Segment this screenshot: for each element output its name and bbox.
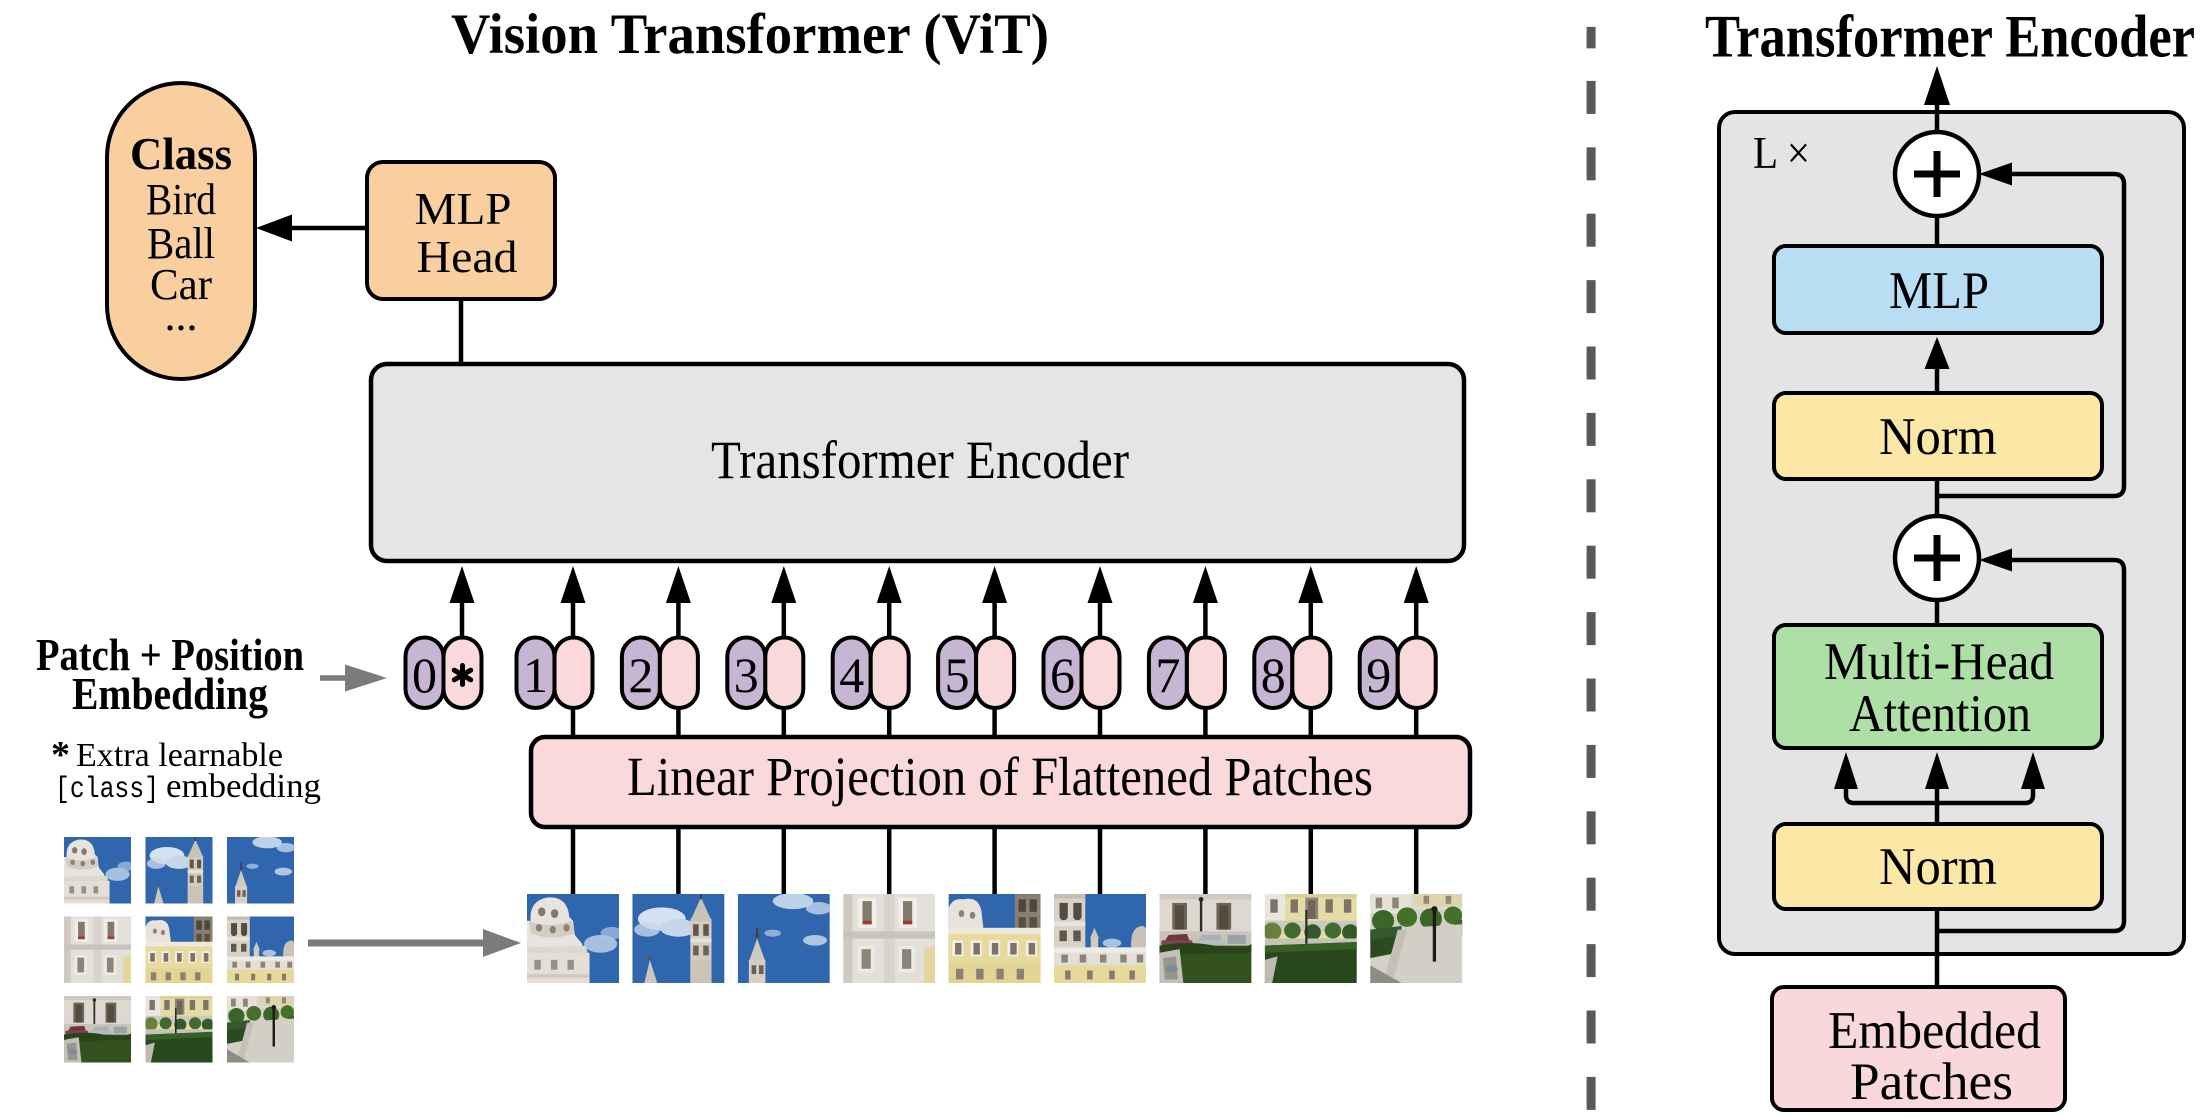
svg-text:4: 4	[839, 647, 864, 703]
svg-text:Vision Transformer (ViT): Vision Transformer (ViT)	[451, 3, 1049, 66]
svg-text:*: *	[51, 734, 70, 776]
svg-text:Norm: Norm	[1879, 408, 1997, 466]
svg-text:Transformer Encoder: Transformer Encoder	[1705, 4, 2195, 70]
svg-text:Embedded: Embedded	[1828, 1002, 2041, 1060]
svg-text:Attention: Attention	[1849, 685, 2031, 743]
svg-text:Patch + Position: Patch + Position	[36, 629, 304, 680]
svg-text:Bird: Bird	[146, 175, 216, 224]
svg-text:Transformer Encoder: Transformer Encoder	[711, 430, 1129, 490]
svg-text:Class: Class	[130, 128, 232, 179]
svg-text:MLP: MLP	[1889, 262, 1989, 320]
svg-text:Head: Head	[417, 231, 518, 282]
svg-text:[class]: [class]	[55, 773, 159, 807]
svg-text:3: 3	[734, 647, 759, 703]
svg-text:Multi-Head: Multi-Head	[1824, 633, 2054, 691]
svg-text:embedding: embedding	[166, 768, 321, 805]
svg-text:L ×: L ×	[1753, 128, 1810, 178]
svg-text:Patches: Patches	[1850, 1053, 2013, 1111]
svg-text:9: 9	[1366, 647, 1391, 703]
svg-text:Car: Car	[150, 260, 212, 309]
svg-text:Linear Projection of Flattened: Linear Projection of Flattened Patches	[627, 746, 1373, 807]
svg-text:Embedding: Embedding	[72, 668, 268, 719]
svg-text:5: 5	[945, 647, 970, 703]
svg-text:MLP: MLP	[415, 183, 512, 234]
svg-text:7: 7	[1155, 647, 1180, 703]
svg-text:...: ...	[165, 291, 198, 340]
svg-text:8: 8	[1261, 647, 1286, 703]
svg-text:2: 2	[628, 647, 653, 703]
svg-text:1: 1	[523, 647, 548, 703]
svg-text:Ball: Ball	[147, 219, 215, 268]
svg-text:Extra learnable: Extra learnable	[76, 737, 283, 774]
svg-text:6: 6	[1050, 647, 1075, 703]
svg-text:Norm: Norm	[1879, 838, 1997, 896]
svg-text:0: 0	[412, 647, 437, 703]
